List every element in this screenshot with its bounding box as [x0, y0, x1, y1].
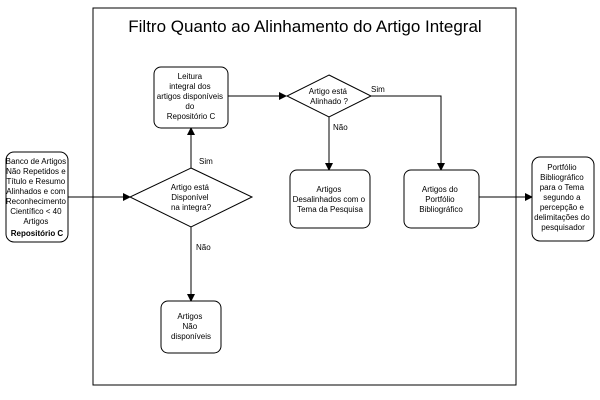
decision-available-text: Artigo está Disponível na integra?	[171, 183, 212, 212]
output-box-text: Portfólio Bibliográfico para o Tema segu…	[534, 163, 592, 232]
portfolio-articles-box: Artigos do Portfólio Bibliográfico	[403, 169, 480, 229]
label-aligned-yes: Sim	[371, 85, 385, 94]
edges	[68, 92, 533, 302]
decision-aligned-text: Artigo está Alinhado ?	[309, 87, 349, 106]
output-box: Portfólio Bibliográfico para o Tema segu…	[531, 156, 595, 242]
misaligned-box-text: Artigos Desalinhados com o Tema da Pesqu…	[293, 185, 368, 214]
input-box: Banco de Artigos Não Repetidos e Título …	[5, 151, 69, 243]
edge-aligned-yes-to-portfolio	[368, 95, 445, 171]
label-available-yes: Sim	[199, 157, 213, 166]
misaligned-box: Artigos Desalinhados com o Tema da Pesqu…	[289, 169, 371, 229]
portfolio-articles-box-text: Artigos do Portfólio Bibliográfico	[419, 185, 463, 214]
reading-box-text: Leitura integral dos artigos disponíveis…	[157, 72, 226, 121]
input-box-text: Banco de Artigos Não Repetidos e Título …	[6, 157, 69, 238]
decision-aligned: Artigo está Alinhado ?	[285, 74, 373, 118]
not-available-box-text: Artigos Não disponíveis	[171, 312, 211, 341]
decision-available: Artigo está Disponível na integra?	[128, 167, 254, 228]
diagram-title: Filtro Quanto ao Alinhamento do Artigo I…	[128, 17, 481, 36]
label-available-no: Não	[196, 243, 211, 252]
not-available-box: Artigos Não disponíveis	[160, 300, 222, 354]
label-aligned-no: Não	[333, 123, 348, 132]
reading-box: Leitura integral dos artigos disponíveis…	[153, 66, 229, 129]
